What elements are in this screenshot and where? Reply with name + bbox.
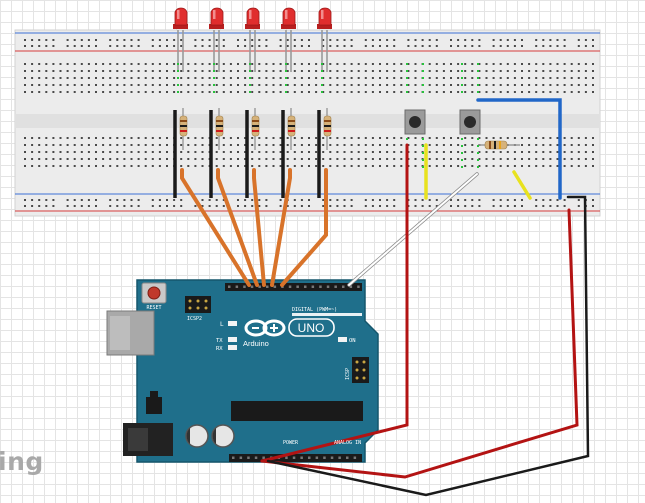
red-led — [173, 7, 188, 93]
wire-orange — [280, 168, 328, 287]
on-led — [338, 337, 347, 342]
digital-header — [225, 283, 362, 291]
capacitor — [185, 424, 209, 448]
icsp2-header — [185, 296, 211, 313]
resistor — [323, 108, 332, 150]
resistor — [179, 108, 188, 150]
brand-text: Arduino — [243, 339, 269, 348]
wire-blue — [476, 98, 562, 200]
arduino-logo — [244, 318, 335, 337]
tx-label: TX — [216, 338, 223, 344]
resistor — [287, 108, 296, 150]
atmega-chip — [231, 401, 363, 421]
resistor — [251, 108, 260, 150]
red-led — [245, 7, 260, 93]
wire-black — [266, 195, 590, 497]
wire-orange — [270, 168, 292, 287]
l-label: L — [220, 321, 224, 328]
icsp-header — [352, 357, 369, 383]
capacitor — [211, 424, 235, 448]
wires — [180, 98, 590, 497]
icsp2-label: ICSP2 — [187, 316, 202, 322]
logo-text: UNO — [298, 321, 325, 335]
resistor — [215, 108, 224, 150]
red-led — [209, 7, 224, 93]
breadboard — [14, 29, 601, 217]
arduino-uno-board — [106, 279, 379, 463]
reset-button[interactable] — [147, 286, 161, 300]
rx-led — [228, 345, 237, 350]
rx-label: RX — [216, 346, 223, 352]
wire-orange — [180, 168, 251, 287]
wire-orange — [216, 168, 259, 287]
resistor — [478, 140, 520, 150]
power-label: POWER — [283, 440, 299, 446]
pushbutton[interactable] — [404, 63, 426, 168]
power-header — [229, 454, 362, 462]
wire-red — [260, 143, 409, 463]
wire-red — [260, 208, 579, 479]
reset-label: RESET — [146, 305, 161, 311]
digital-label: DIGITAL (PWM=~) — [292, 307, 337, 313]
fritzing-watermark: ing — [0, 447, 44, 476]
l-led — [228, 321, 237, 326]
red-led — [317, 7, 332, 93]
tx-led — [228, 337, 237, 342]
pushbutton[interactable] — [459, 63, 481, 168]
on-label: ON — [349, 338, 356, 344]
red-led — [281, 7, 296, 93]
analog-label: ANALOG IN — [334, 440, 361, 446]
wire-orange — [252, 168, 266, 287]
voltage-regulator — [146, 397, 162, 414]
wire-yellow — [512, 170, 532, 200]
icsp-label: ICSP — [345, 368, 351, 380]
